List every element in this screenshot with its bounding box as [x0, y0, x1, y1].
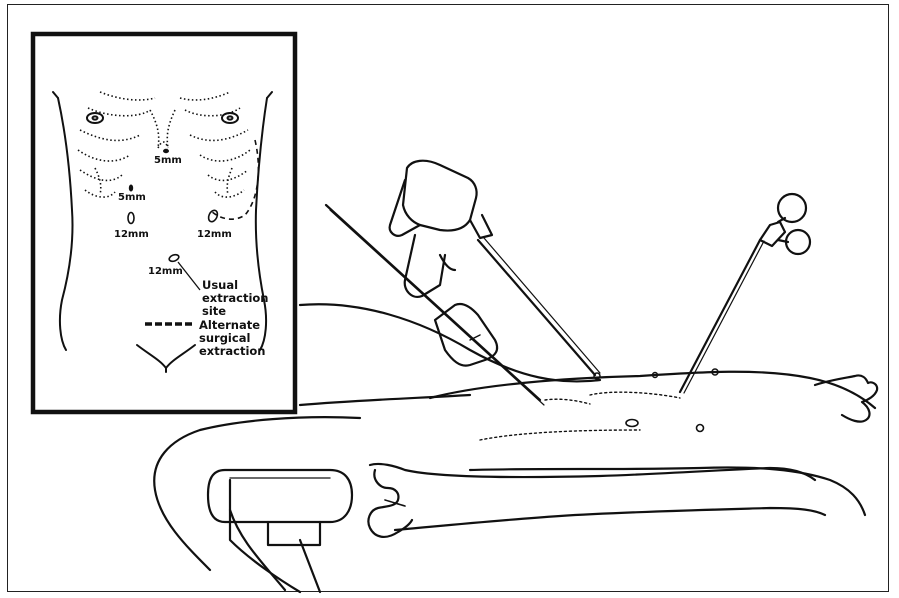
legend-alternate-extraction: Alternate surgical extraction	[199, 319, 279, 358]
port-label-right-lateral: 12mm	[197, 229, 232, 240]
port-mark-left-subcostal	[129, 185, 133, 192]
port-label-left-lateral: 12mm	[114, 229, 149, 240]
port-label-upper-midline: 5mm	[154, 155, 182, 166]
port-label-umbilical: 12mm	[148, 266, 183, 277]
port-mark-upper-midline	[163, 149, 169, 153]
port-label-left-subcostal: 5mm	[118, 192, 146, 203]
legend-usual-extraction: Usual extraction site	[202, 279, 282, 318]
